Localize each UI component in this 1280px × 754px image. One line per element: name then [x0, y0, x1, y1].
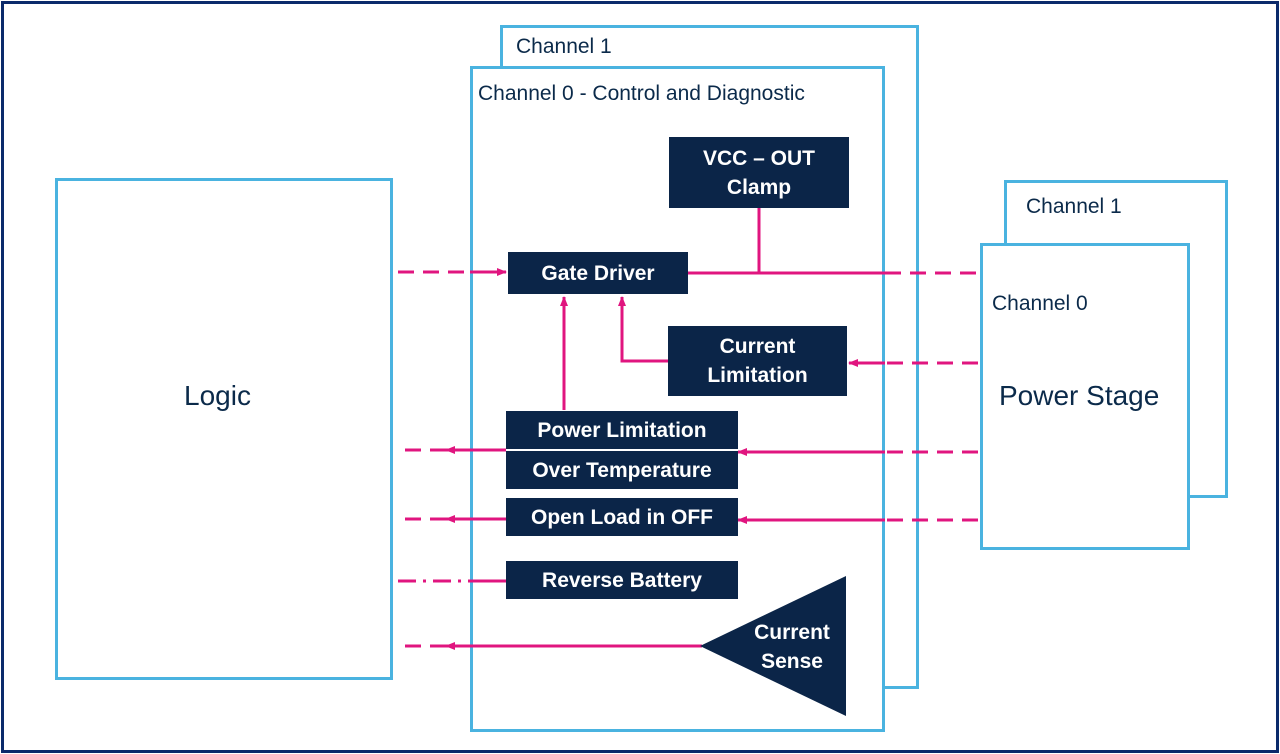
- vcc-out-clamp-block: VCC – OUT Clamp: [669, 137, 849, 208]
- open-load-label: Open Load in OFF: [531, 505, 713, 529]
- power-channel-0-panel: [980, 243, 1190, 550]
- current-sense-line1: Current: [754, 621, 830, 644]
- power-stage-label: Power Stage: [999, 380, 1160, 411]
- reverse-battery-block: Reverse Battery: [506, 561, 738, 599]
- gate-driver-label: Gate Driver: [541, 261, 655, 285]
- current-sense-label: Current Sense: [740, 618, 844, 676]
- vcc-out-clamp-line1: VCC – OUT: [702, 146, 815, 170]
- over-temperature-block: Over Temperature: [506, 451, 738, 489]
- current-limitation-to-gate-wire: [618, 296, 668, 363]
- power-limitation-label: Power Limitation: [537, 418, 707, 442]
- current-sense-triangle: [700, 576, 846, 716]
- current-limitation-line1: Current: [719, 335, 796, 358]
- open-load-block: Open Load in OFF: [506, 498, 738, 536]
- current-limitation-line2: Limitation: [707, 364, 808, 387]
- over-temperature-label: Over Temperature: [532, 458, 712, 482]
- control-channel-1-label: Channel 1: [516, 35, 612, 58]
- current-limitation-block: Current Limitation: [668, 326, 847, 396]
- vcc-out-clamp-line2: Clamp: [726, 175, 792, 199]
- power-limitation-block: Power Limitation: [506, 411, 738, 449]
- logic-label: Logic: [184, 380, 251, 411]
- current-sense-line2: Sense: [761, 650, 823, 673]
- gate-driver-block: Gate Driver: [508, 252, 688, 294]
- power-channel-1-label: Channel 1: [1026, 195, 1122, 218]
- control-channel-0-label: Channel 0 - Control and Diagnostic: [478, 82, 805, 105]
- logic-block: [55, 178, 393, 680]
- reverse-battery-label: Reverse Battery: [542, 568, 702, 592]
- power-channel-0-label: Channel 0: [992, 292, 1088, 315]
